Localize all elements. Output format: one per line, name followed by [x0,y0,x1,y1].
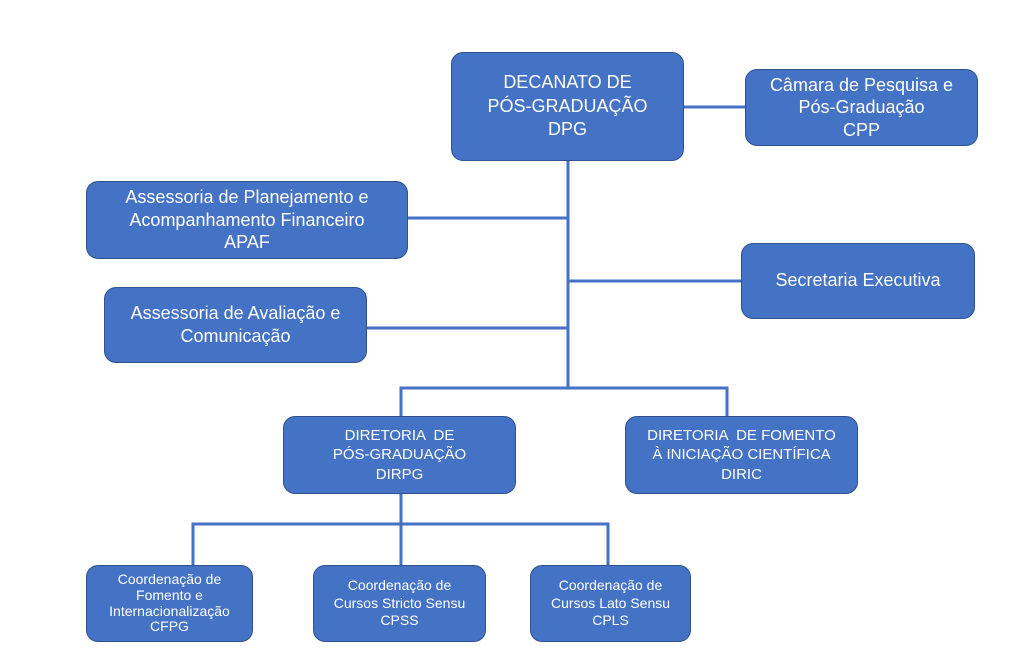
node-avaliacao: Assessoria de Avaliação e Comunicação [104,287,367,363]
node-label: Acompanhamento Financeiro [129,209,365,230]
node-label: DIRPG [375,465,424,483]
node-cpls: Coordenação de Cursos Lato Sensu CPLS [530,565,691,642]
node-label: Coordenação de [558,577,663,594]
connector-diretorias [399,386,729,416]
node-label: Pós-Graduação [798,97,925,118]
node-cpp: Câmara de Pesquisa e Pós-Graduação CPP [745,69,978,146]
node-label: PÓS-GRADUAÇÃO [487,95,648,116]
node-label: Assessoria de Avaliação e [130,302,341,323]
node-apaf: Assessoria de Planejamento e Acompanhame… [86,181,408,259]
node-label: Fomento e [136,586,203,603]
node-label: DIRETORIA DE FOMENTO [647,426,836,444]
node-label: DIRIC [721,465,762,483]
node-label: Coordenação de [347,577,452,594]
node-cfpg: Coordenação de Fomento e Internacionaliz… [86,565,253,642]
node-label: Cursos Lato Sensu [550,594,671,611]
node-label: CFPG [150,618,189,635]
node-label: Comunicação [180,326,291,346]
node-dirpg: DIRETORIA DE PÓS-GRADUAÇÃO DIRPG [283,416,516,494]
node-label: CPP [842,119,880,140]
node-dpg: DECANATO DE PÓS-GRADUAÇÃO DPG [451,52,684,161]
node-label: Câmara de Pesquisa e [769,74,954,95]
node-secretaria: Secretaria Executiva [741,243,975,319]
node-label: APAF [224,232,270,253]
node-cpss: Coordenação de Cursos Stricto Sensu CPSS [313,565,486,642]
node-label: DPG [547,119,587,140]
node-label: CPSS [380,612,419,629]
node-label: Assessoria de Planejamento e [125,187,369,208]
node-label: PÓS-GRADUAÇÃO [332,446,467,464]
node-label: Internacionalização [109,602,230,619]
node-diric: DIRETORIA DE FOMENTO À INICIAÇÃO CIENTÍF… [625,416,858,494]
node-label: À INICIAÇÃO CIENTÍFICA [652,446,831,464]
node-label: DIRETORIA DE [344,426,455,444]
node-label: Secretaria Executiva [775,270,941,291]
node-label: Cursos Stricto Sensu [333,594,466,611]
connector-coordenacoes [191,522,610,565]
node-label: Coordenação de [117,571,222,588]
node-label: CPLS [592,612,629,629]
node-label: DECANATO DE [503,72,632,93]
